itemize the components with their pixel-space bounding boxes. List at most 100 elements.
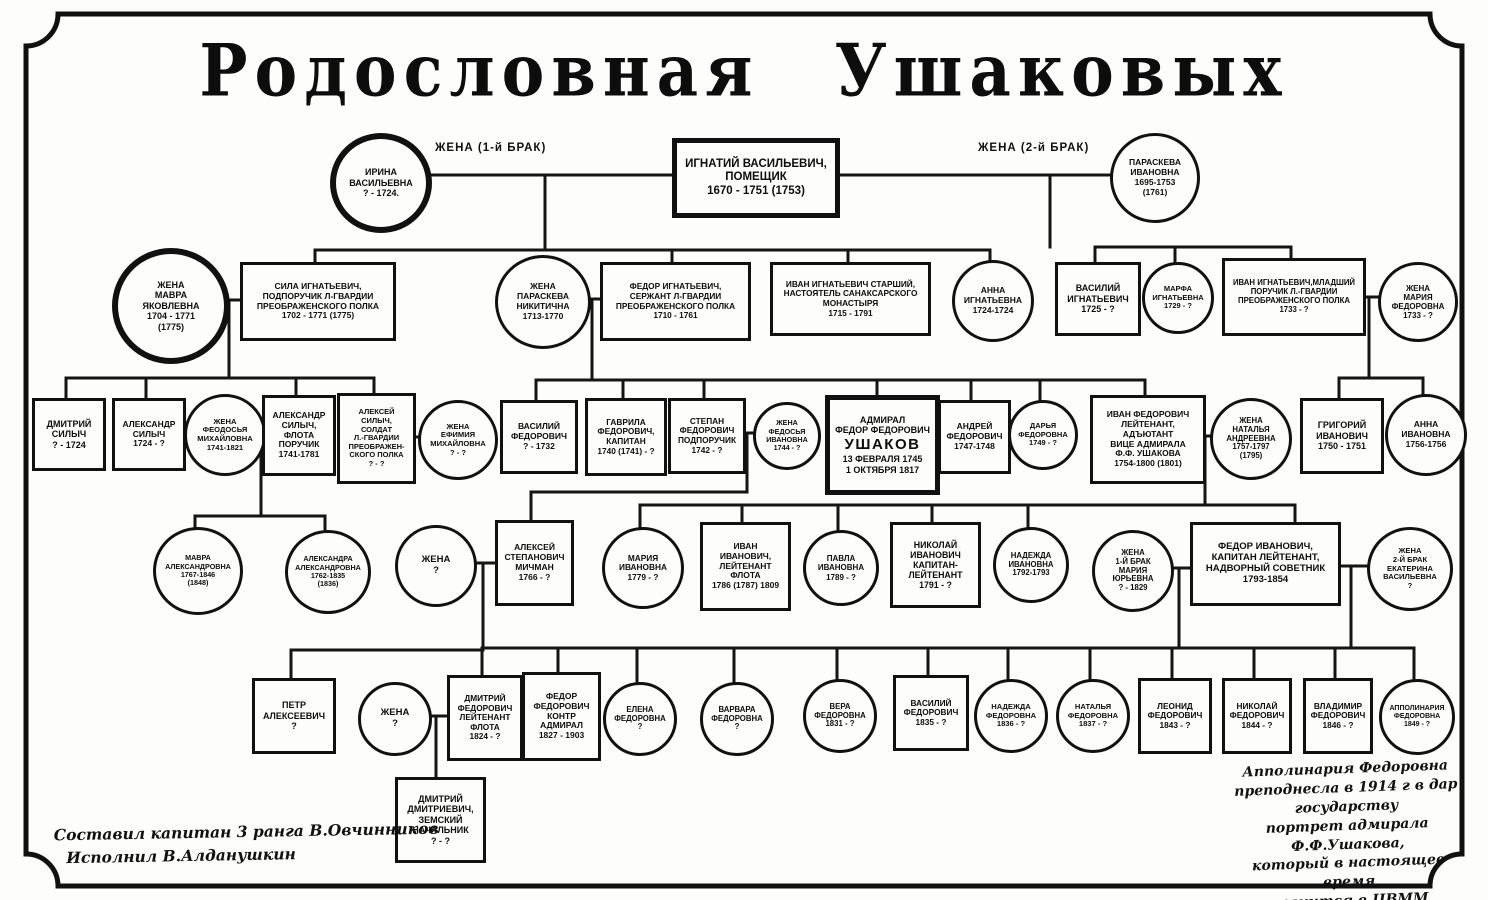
person-text: ВАСИЛЬЕВНА: [1383, 572, 1437, 582]
person-text: КОНТР: [547, 710, 576, 721]
person-text: ДМИТРИЙ: [46, 418, 92, 429]
person-text: 1757-1797: [1232, 442, 1270, 452]
person-text: ВАСИЛИЙ: [910, 697, 952, 708]
person-text: 1715 - 1791: [828, 307, 873, 318]
person-text: АДЪЮТАНТ: [1122, 428, 1174, 439]
person-text: АННА: [980, 285, 1006, 296]
person-text: 1713-1770: [522, 310, 564, 321]
person-text: 1786 (1787) 1809: [711, 580, 780, 591]
person-text: АЛЕКСАНДРОВНА: [295, 562, 361, 572]
person-text: ФЕДОРОВИЧ: [511, 431, 567, 442]
person-text: ЛЕЙТЕНАНТ,: [1121, 418, 1175, 429]
person-text: ?: [291, 721, 297, 732]
person-text: АППОЛИНАРИЯ: [1389, 704, 1445, 712]
person-text: КАПИТАН: [606, 436, 646, 446]
person-text: АНДРЕЙ: [956, 421, 993, 432]
person-text: СЕРЖАНТ Л-ГВАРДИИ: [629, 290, 722, 301]
person-text: 13 ФЕВРАЛЯ 1745: [842, 454, 923, 465]
person-text: ЖЕНА: [776, 418, 798, 428]
person-text: 1766 - ?: [518, 571, 551, 582]
person-text: НАЧАЛЬНИК: [412, 825, 469, 836]
person-text: ? - 1724: [52, 439, 86, 450]
person-text: НАТАЛЬЯ: [1074, 701, 1112, 711]
person-text: 1695-1753: [1134, 177, 1176, 187]
person-text: ФЕДОРОВНА: [711, 713, 763, 723]
person-text: ФЕДОРОВИЧ: [457, 702, 513, 713]
person-text: МОНАСТЫРЯ: [822, 298, 879, 308]
person-text: НАДВОРНЫЙ СОВЕТНИК: [1205, 563, 1326, 574]
person-text: 1733 - ?: [1279, 304, 1309, 314]
person-text: ФЕДОР: [545, 691, 578, 702]
person-text: НИКИТИЧНА: [516, 301, 570, 311]
person-text: 1747-1748: [954, 440, 995, 451]
person-node-zhena-alekseya: ЖЕНА?: [395, 525, 477, 607]
person-text: (1775): [157, 321, 184, 332]
compiler-credit: Составил капитан 3 ранга В.Овчинников Ис…: [54, 817, 440, 870]
person-text: 1702 - 1771 (1775): [281, 310, 355, 321]
person-text: ИГНАТЬЕВИЧ: [1067, 293, 1129, 304]
person-text: 1 ОКТЯБРЯ 1817: [845, 464, 920, 475]
person-text: (1761): [1142, 186, 1168, 197]
person-text: ФЛОТА: [283, 429, 315, 440]
person-text: ИВАНОВНА: [1008, 559, 1054, 569]
person-text: АЛЕКСАНДРОВНА: [165, 561, 231, 571]
person-text: МИЧМАН: [515, 562, 554, 572]
person-text: ИВАНОВИЧ: [910, 549, 961, 560]
person-text: 1835 - ?: [915, 716, 947, 727]
person-text: ?: [433, 565, 439, 576]
person-text: ФЕДОРОВНА: [814, 710, 866, 720]
person-text: 1741-1781: [278, 449, 320, 460]
person-text: АЛЕКСЕЕВИЧ: [262, 710, 326, 721]
person-text: КАПИТАН ЛЕЙТЕНАНТ,: [1211, 552, 1320, 564]
person-text: МАРИЯ: [627, 552, 659, 563]
person-text: ФЕДОРОВИЧ: [1310, 710, 1366, 721]
person-text: 1744 - ?: [773, 443, 801, 453]
person-text: ПОРУЧИК Л.-ГВАРДИИ: [1250, 287, 1338, 297]
person-text: ФЕДОРОВИЧ: [533, 700, 590, 711]
person-text: ПОМЕЩИК: [725, 171, 787, 184]
person-text: ВАСИЛЬЕВНА: [349, 177, 413, 188]
person-text: 1844 - ?: [1241, 719, 1273, 730]
person-text: ЕЛЕНА: [626, 704, 654, 714]
person-text: ИВАНОВНА: [817, 563, 865, 573]
person-text: ВАСИЛИЙ: [1075, 283, 1121, 294]
person-text: 1750 - 1751: [1317, 441, 1367, 452]
person-text: 1792-1793: [1012, 568, 1050, 578]
person-text: ЕФИМИЯ: [440, 430, 476, 440]
person-text: ?: [1407, 581, 1413, 591]
person-text: ИГНАТЬЕВНА: [1152, 292, 1204, 302]
person-text: 1762-1835: [310, 571, 346, 580]
person-text: АЛЕКСАНДРА: [303, 554, 353, 564]
person-text: ФЕДОР ФЕДОРОВИЧ: [835, 425, 930, 436]
person-text: Л.-ГВАРДИИ: [353, 433, 400, 443]
person-text: 1740 (1741) - ?: [597, 445, 655, 456]
person-text: ИВАН ФЕДОРОВИЧ: [1106, 409, 1190, 420]
person-text: ВЛАДИМИР: [1313, 700, 1363, 711]
person-text: ИГНАТИЙ ВАСИЛЬЕВИЧ,: [685, 158, 827, 171]
person-text: ПАРАСКЕВА: [1129, 157, 1181, 168]
person-text: ИВАН ИГНАТЬЕВИЧ СТАРШИЙ,: [785, 278, 916, 289]
person-text: МАВРА: [185, 553, 211, 563]
person-text: 1767-1846: [180, 570, 216, 579]
person-text: ФЕДОРОВНА: [985, 710, 1037, 720]
